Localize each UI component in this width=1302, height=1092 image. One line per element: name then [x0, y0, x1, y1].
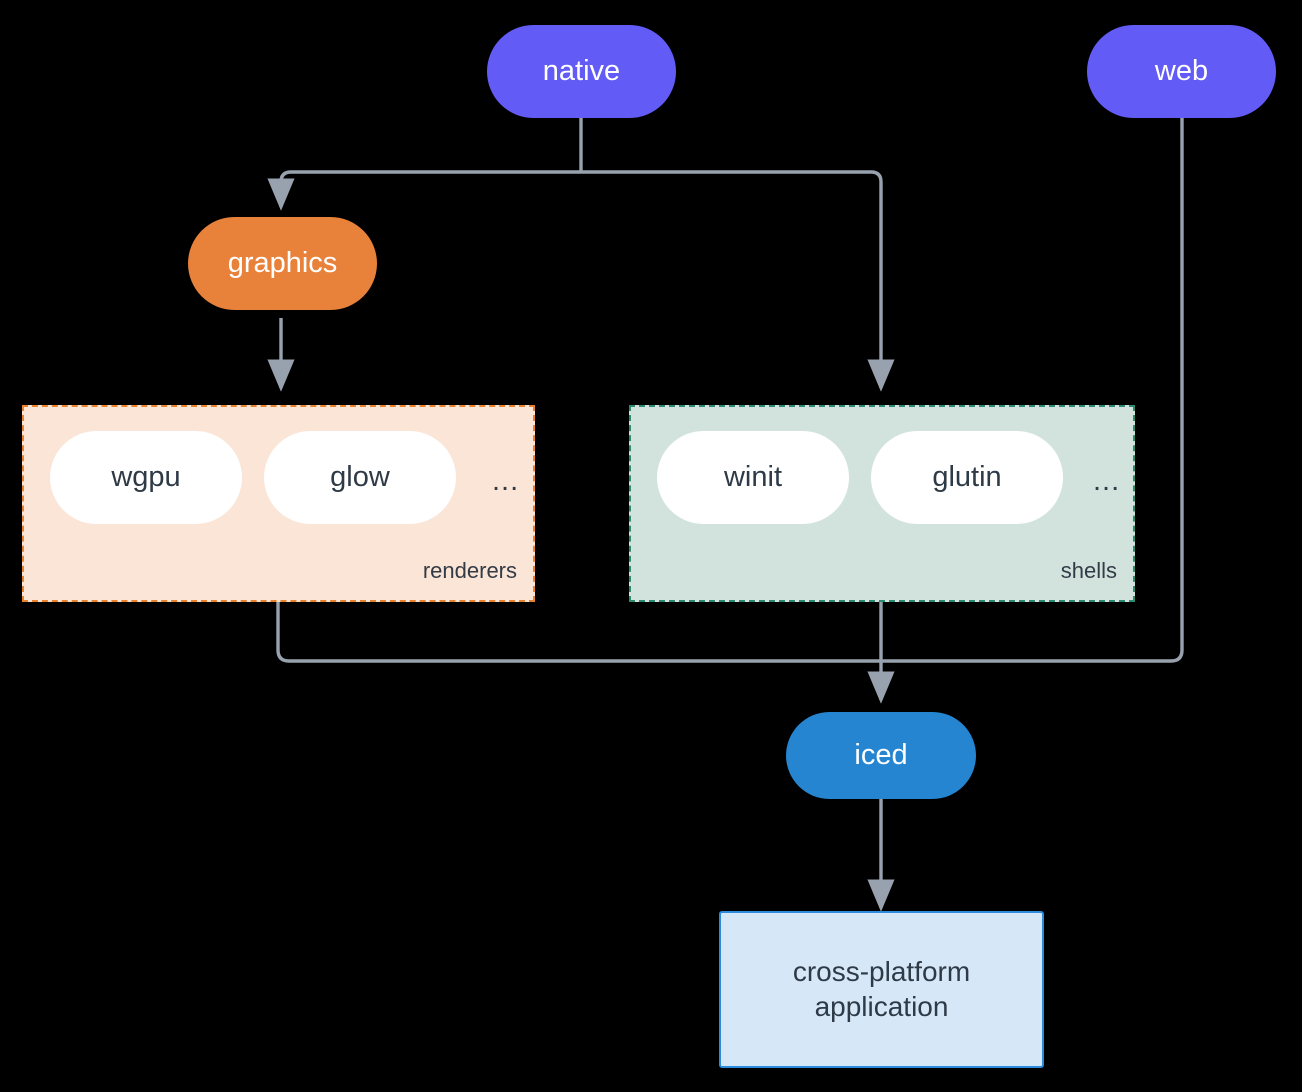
renderers-overflow-ellipsis: ...: [492, 465, 520, 497]
edge-renderers-to-iced: [276, 602, 881, 663]
node-application[interactable]: cross-platform application: [719, 911, 1044, 1068]
node-web[interactable]: web: [1087, 25, 1276, 118]
cluster-shells-label: shells: [1060, 558, 1117, 583]
node-graphics-label: graphics: [227, 246, 338, 279]
node-graphics[interactable]: graphics: [188, 217, 377, 310]
leaf-glow[interactable]: glow: [264, 431, 456, 524]
cluster-renderers: wgpu glow ... renderers: [22, 405, 535, 602]
leaf-wgpu[interactable]: wgpu: [50, 431, 242, 524]
cluster-renderers-label: renderers: [422, 558, 517, 583]
node-iced-label: iced: [854, 738, 908, 771]
node-native-label: native: [542, 54, 621, 87]
leaf-glow-label: glow: [330, 461, 390, 493]
node-web-label: web: [1154, 54, 1209, 87]
leaf-winit-label: winit: [723, 461, 782, 493]
leaf-glutin[interactable]: glutin: [871, 431, 1063, 524]
leaf-winit[interactable]: winit: [657, 431, 849, 524]
shells-overflow-ellipsis: ...: [1093, 465, 1121, 497]
application-label-line1: cross-platform: [792, 956, 971, 988]
leaf-wgpu-label: wgpu: [111, 461, 181, 493]
edge-native-to-graphics: [267, 170, 581, 211]
node-native[interactable]: native: [487, 25, 676, 118]
edge-native-to-shells: [581, 170, 895, 392]
application-label-line2: application: [814, 990, 949, 1022]
leaf-glutin-label: glutin: [932, 461, 1002, 493]
node-iced[interactable]: iced: [786, 712, 976, 799]
cluster-shells: winit glutin ... shells: [629, 405, 1135, 602]
